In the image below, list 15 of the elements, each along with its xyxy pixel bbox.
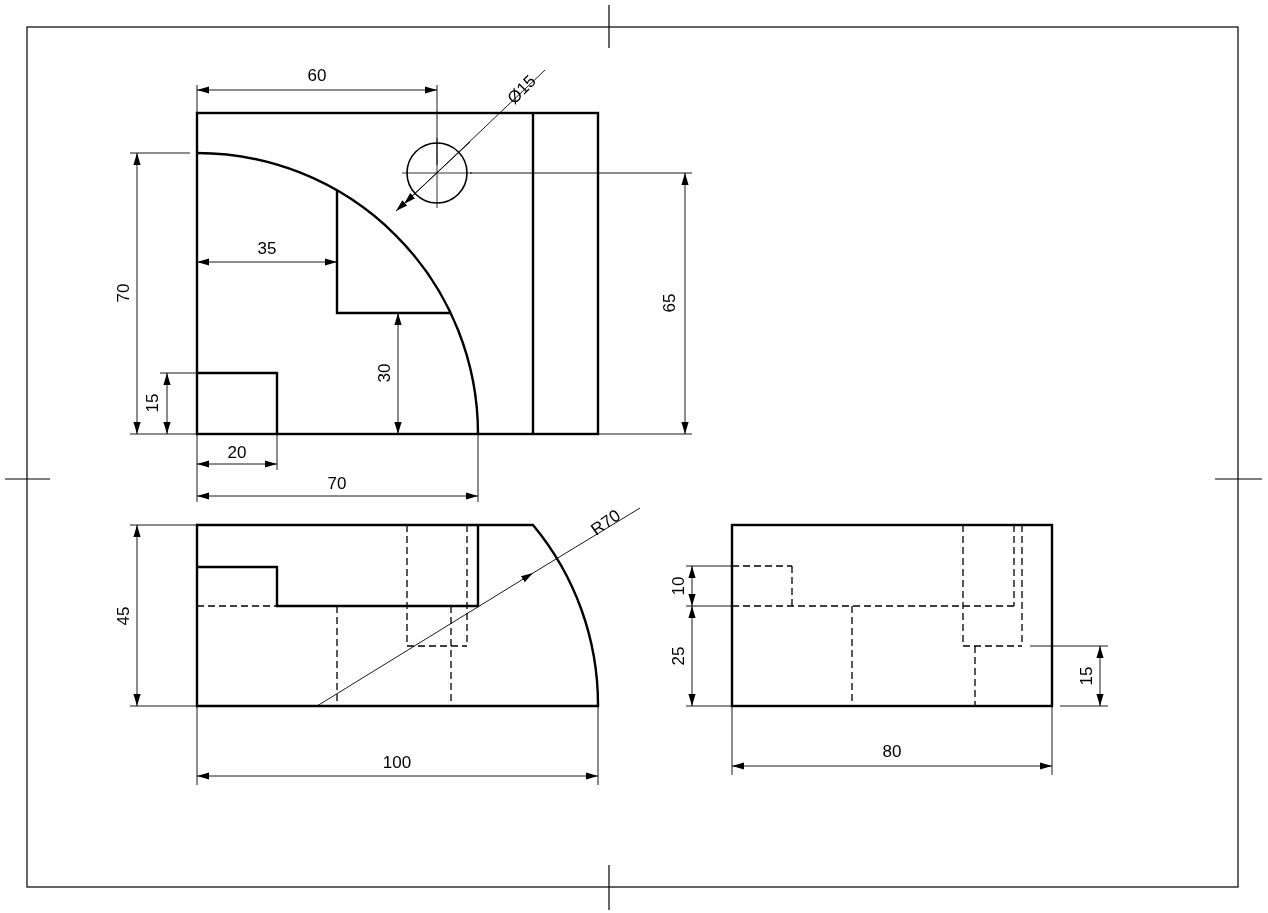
dimension-text: 20 (227, 444, 247, 462)
dimension-text: R70 (588, 506, 624, 540)
dimension-text: 25 (670, 646, 688, 666)
dimension-text: 80 (882, 743, 902, 761)
dimension-text: 30 (376, 363, 394, 383)
dimension-text: 100 (382, 754, 412, 772)
dimension-text: 45 (115, 606, 133, 626)
dimension-text: 70 (327, 475, 347, 493)
dimension-text: 10 (670, 576, 688, 596)
dimension-text: 70 (115, 283, 133, 303)
dimension-text: 15 (144, 393, 162, 413)
dimension-text: 65 (661, 293, 679, 313)
dimension-text: 15 (1078, 666, 1096, 686)
dimension-text: 60 (307, 67, 327, 85)
dimension-text: 35 (257, 240, 277, 258)
